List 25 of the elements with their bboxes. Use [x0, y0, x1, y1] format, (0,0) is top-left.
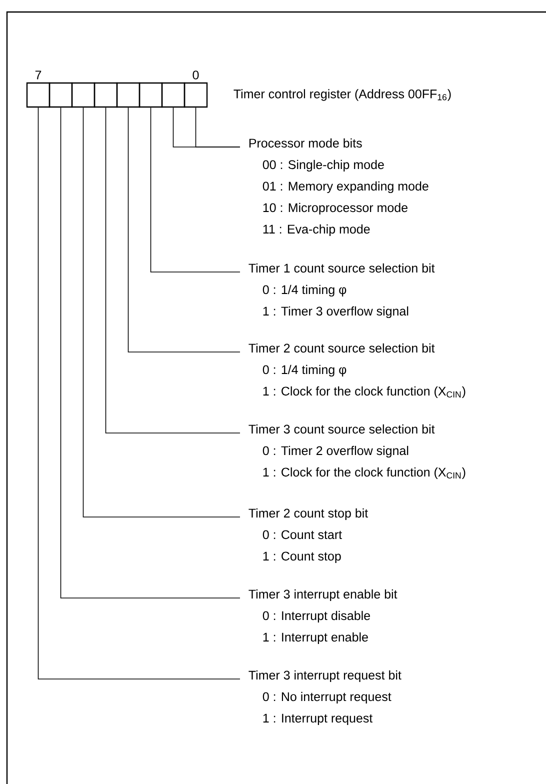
register-cell	[116, 82, 140, 108]
register-cell	[94, 82, 118, 108]
leader-line	[60, 107, 240, 598]
register-cell	[48, 82, 73, 108]
leader-line	[82, 107, 240, 518]
bit-description: Timer 2 count source selection bit 0 : 1/4 timing φ 1 : Clock for the clock function (X$_{CIN}$)	[248, 343, 466, 398]
bit-number: 7	[35, 70, 42, 80]
bit-description: Timer 2 count stop bit 0 : Count start 1 : Count stop	[248, 508, 368, 564]
bit-description: Processor mode bits 00 : Single-chip mode 01 : Memory expanding mode 10 : Microprocessor mode 11 : Eva-chip mode	[249, 138, 428, 236]
register-cell	[71, 82, 96, 108]
register-cell	[138, 82, 163, 108]
leader-line	[128, 107, 240, 352]
leader-line	[38, 107, 240, 680]
register-cell	[161, 82, 186, 108]
leader-line	[105, 107, 240, 434]
register-cell	[184, 82, 208, 108]
leader-line	[150, 107, 240, 272]
bit-description: Timer 1 count source selection bit 0 : 1/4 timing φ 1 : Timer 3 overflow signal	[248, 263, 435, 318]
bit-description: Timer 3 interrupt enable bit 0 : Interrupt disable 1 : Interrupt enable	[248, 589, 398, 644]
register-title: Timer control register (Address 00FF$_{16}$)	[234, 89, 451, 101]
register-cell	[26, 82, 50, 108]
leader-line	[195, 107, 240, 148]
bit-description: Timer 3 count source selection bit 0 : Timer 2 overflow signal 1 : Clock for the clock function (X$_{CIN}$)	[248, 424, 466, 480]
bit-number: 0	[192, 70, 199, 80]
bit-description: Timer 3 interrupt request bit 0 : No interrupt request 1 : Interrupt request	[248, 670, 402, 726]
